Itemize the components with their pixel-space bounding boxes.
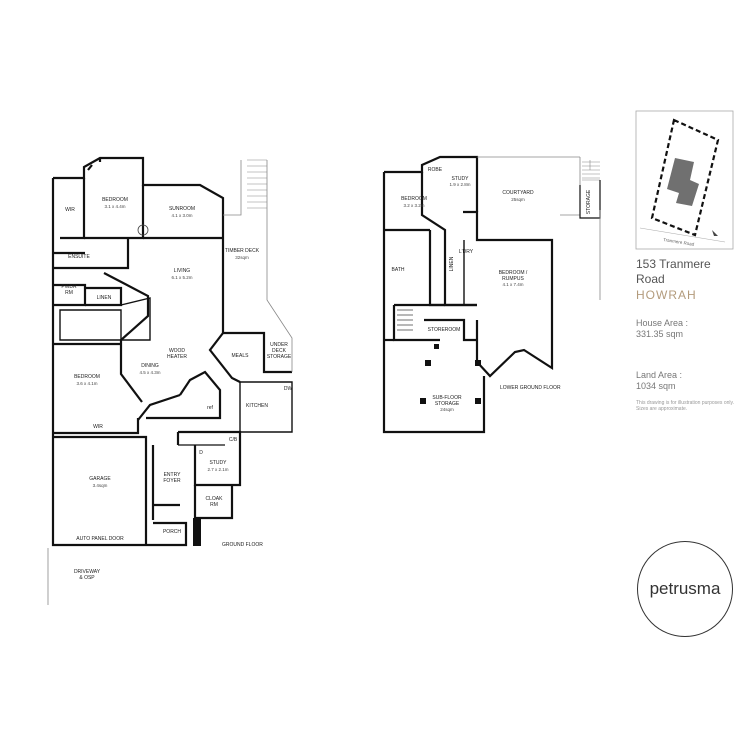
svg-text:ENSUITE: ENSUITE — [68, 254, 90, 260]
svg-text:DECK: DECK — [272, 348, 287, 354]
svg-text:BEDROOM /: BEDROOM / — [499, 270, 528, 276]
address-line-1: 153 Tranmere — [636, 257, 711, 271]
land-area: Land Area : 1034 sqm — [636, 370, 736, 392]
svg-text:ROBE: ROBE — [428, 167, 443, 173]
lower-columns — [420, 344, 481, 404]
svg-text:AUTO PANEL DOOR: AUTO PANEL DOOR — [76, 536, 124, 542]
svg-text:STUDY: STUDY — [452, 176, 470, 182]
svg-text:STORAGE: STORAGE — [435, 401, 460, 407]
ground-floor-plan — [47, 156, 293, 605]
svg-text:BATH: BATH — [392, 267, 405, 273]
svg-text:BEDROOM: BEDROOM — [102, 197, 128, 203]
lower-floor-title: LOWER GROUND FLOOR — [500, 385, 561, 391]
lower-floor-plan — [382, 155, 601, 434]
svg-text:DW: DW — [284, 386, 293, 392]
svg-text:25sqm: 25sqm — [511, 197, 525, 202]
svg-text:FOYER: FOYER — [163, 478, 181, 484]
svg-text:32sqm: 32sqm — [235, 255, 249, 260]
svg-text:2.7 x 2.1m: 2.7 x 2.1m — [207, 467, 228, 472]
svg-text:SUNROOM: SUNROOM — [169, 206, 195, 212]
road-label: Tranmere Road — [663, 237, 695, 247]
svg-text:KITCHEN: KITCHEN — [246, 403, 268, 409]
svg-text:RM: RM — [65, 290, 73, 296]
disclaimer: This drawing is for illustration purpose… — [636, 400, 735, 412]
lower-floor-labels: ROBE STUDY 1.9 x 2.8m COURTYARD 25sqm BE… — [392, 167, 592, 412]
svg-text:PWDR: PWDR — [61, 284, 77, 290]
svg-text:4.5 x 4.3m: 4.5 x 4.3m — [139, 370, 160, 375]
ground-floor-labels: WIR BEDROOM 3.1 x 4.4m SUNROOM 4.1 x 3.0… — [61, 197, 292, 581]
svg-text:24sqm: 24sqm — [440, 407, 454, 412]
svg-text:RM: RM — [210, 502, 218, 508]
petrusma-logo: petrusma — [637, 541, 733, 637]
svg-text:CLOAK: CLOAK — [206, 496, 224, 502]
site-plan: Tranmere Road — [635, 110, 734, 250]
svg-text:TIMBER DECK: TIMBER DECK — [225, 248, 260, 254]
svg-text:STORAGE: STORAGE — [267, 354, 292, 360]
svg-text:ENTRY: ENTRY — [164, 472, 182, 478]
svg-text:4.1 x 7.4m: 4.1 x 7.4m — [502, 282, 523, 287]
house-area-value: 331.35 sqm — [636, 329, 684, 339]
svg-text:WIR: WIR — [65, 207, 75, 213]
svg-text:3.2 x 3.2m: 3.2 x 3.2m — [403, 203, 424, 208]
svg-text:STOREROOM: STOREROOM — [428, 327, 461, 333]
svg-text:3.6 x 4.1m: 3.6 x 4.1m — [76, 381, 97, 386]
svg-text:LINEN: LINEN — [449, 256, 455, 271]
svg-text:WIR: WIR — [93, 424, 103, 430]
suburb: HOWRAH — [636, 288, 697, 302]
svg-text:4.1 x 3.0m: 4.1 x 3.0m — [171, 213, 192, 218]
svg-text:COURTYARD: COURTYARD — [502, 190, 534, 196]
svg-text:BEDROOM: BEDROOM — [401, 196, 427, 202]
svg-text:3.1 x 4.4m: 3.1 x 4.4m — [104, 204, 125, 209]
svg-text:3.4sqm: 3.4sqm — [93, 483, 108, 488]
svg-text:L'DRY: L'DRY — [459, 249, 474, 255]
svg-text:& OSP: & OSP — [79, 575, 95, 581]
address-line-2: Road — [636, 272, 665, 286]
lower-stairs-right — [582, 161, 600, 179]
door-swing — [137, 224, 149, 236]
svg-text:LIVING: LIVING — [174, 268, 191, 274]
house-area: House Area : 331.35 sqm — [636, 318, 736, 340]
land-area-value: 1034 sqm — [636, 381, 676, 391]
svg-text:MEALS: MEALS — [232, 353, 250, 359]
land-area-label: Land Area : — [636, 370, 683, 380]
property-address: 153 Tranmere Road — [636, 257, 736, 287]
svg-text:1.9 x 2.8m: 1.9 x 2.8m — [449, 182, 470, 187]
svg-text:SUB-FLOOR: SUB-FLOOR — [432, 395, 462, 401]
svg-text:STORAGE: STORAGE — [586, 189, 592, 214]
svg-text:UNDER: UNDER — [270, 342, 288, 348]
svg-text:HEATER: HEATER — [167, 354, 187, 360]
svg-text:C/B: C/B — [229, 437, 238, 443]
house-area-label: House Area : — [636, 318, 689, 328]
svg-text:PORCH: PORCH — [163, 529, 181, 535]
svg-text:LINEN: LINEN — [97, 295, 112, 301]
svg-text:BEDROOM: BEDROOM — [74, 374, 100, 380]
ground-column — [193, 518, 201, 546]
svg-text:DRIVEWAY: DRIVEWAY — [74, 569, 101, 575]
ground-floor-title: GROUND FLOOR — [222, 542, 263, 548]
svg-text:RUMPUS: RUMPUS — [502, 276, 524, 282]
svg-text:DINING: DINING — [141, 363, 159, 369]
svg-text:6.1 x 5.2m: 6.1 x 5.2m — [171, 275, 192, 280]
svg-text:GARAGE: GARAGE — [89, 476, 111, 482]
svg-text:WOOD: WOOD — [169, 348, 185, 354]
svg-text:ref: ref — [207, 405, 213, 411]
svg-text:D: D — [199, 450, 203, 456]
svg-text:STUDY: STUDY — [210, 460, 228, 466]
